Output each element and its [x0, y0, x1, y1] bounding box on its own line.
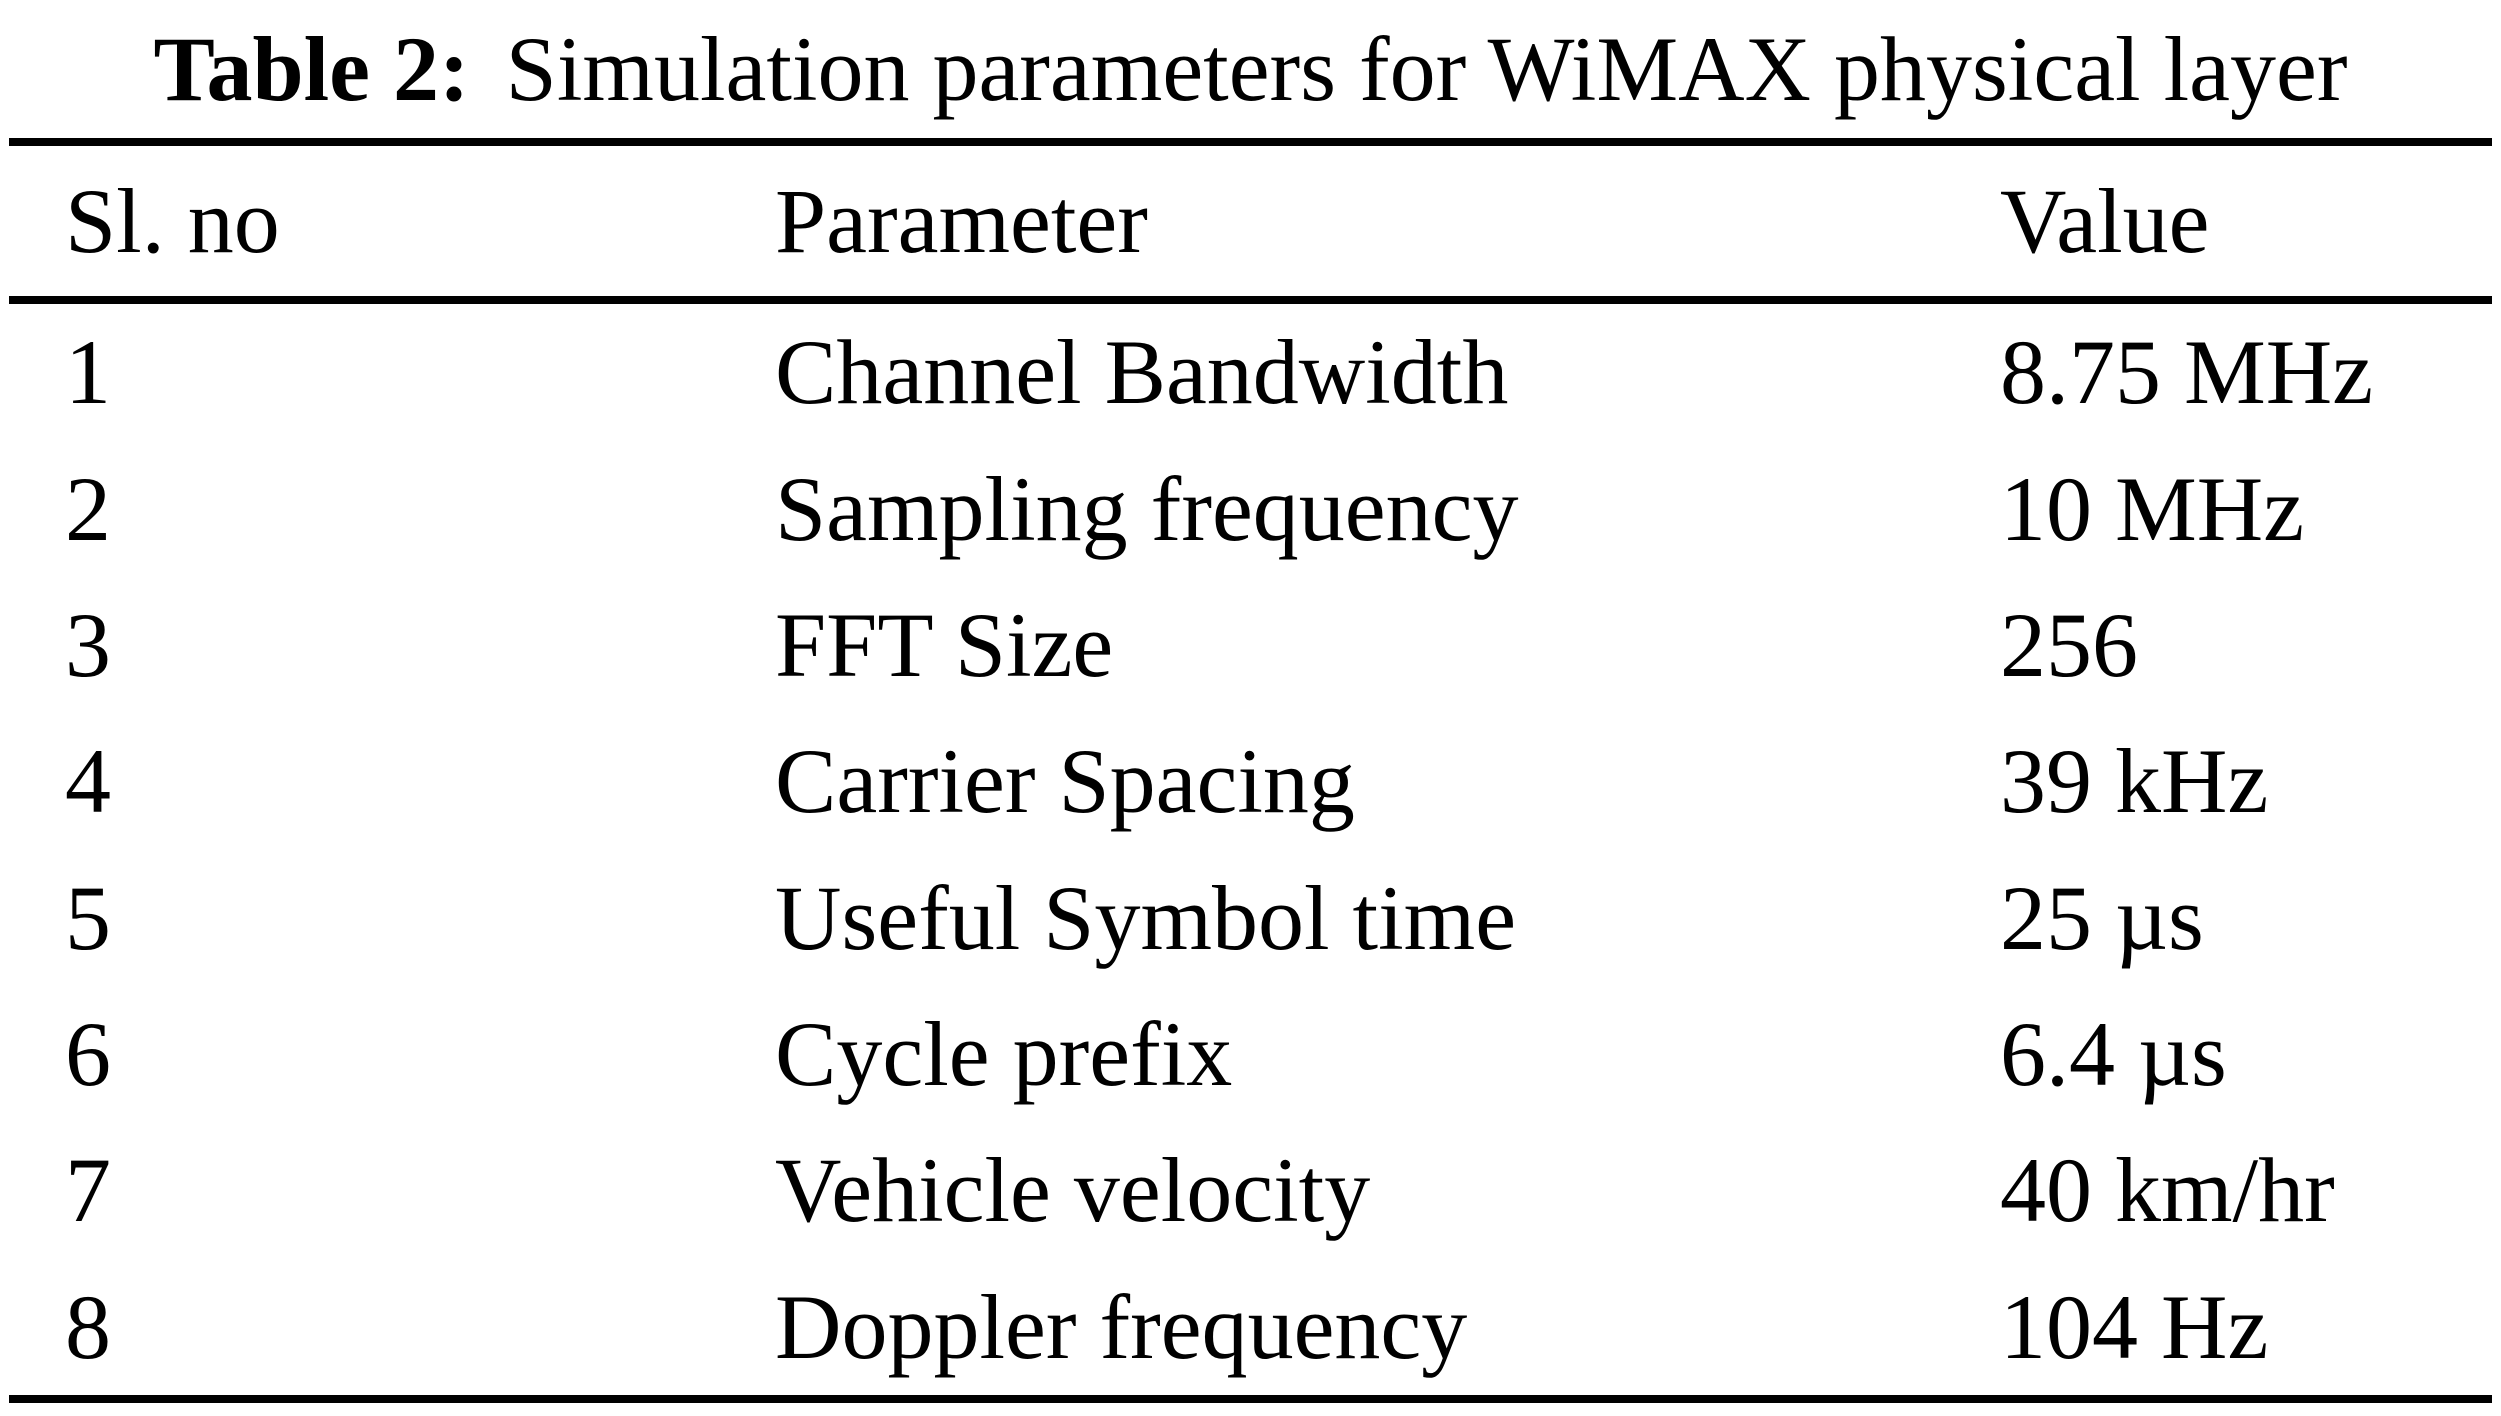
cell-value: 39 kHz [2000, 730, 2269, 833]
table-row: 4 Carrier Spacing 39 kHz [0, 713, 2501, 849]
cell-sl-no: 3 [65, 593, 111, 696]
cell-value: 256 [2000, 593, 2138, 696]
table-caption-label: Table 2: [153, 18, 470, 120]
cell-sl-no: 8 [65, 1275, 111, 1378]
cell-parameter: Vehicle velocity [775, 1139, 1371, 1242]
cell-sl-no: 4 [65, 730, 111, 833]
cell-parameter: Carrier Spacing [775, 730, 1355, 833]
cell-value: 10 MHz [2000, 457, 2305, 560]
column-header-parameter: Parameter [775, 170, 1148, 272]
cell-value: 6.4 µs [2000, 1003, 2227, 1106]
table-caption: Table 2: Simulation parameters for WiMAX… [0, 0, 2501, 138]
table-body: 1 Channel Bandwidth 8.75 MHz 2 Sampling … [0, 304, 2501, 1395]
cell-value: 8.75 MHz [2000, 321, 2374, 424]
cell-parameter: Doppler frequency [775, 1275, 1468, 1378]
cell-parameter: Sampling frequency [775, 457, 1519, 560]
cell-parameter: Useful Symbol time [775, 866, 1517, 969]
cell-parameter: Cycle prefix [775, 1003, 1233, 1106]
column-header-sl-no: Sl. no [65, 170, 280, 272]
cell-sl-no: 6 [65, 1003, 111, 1106]
cell-sl-no: 5 [65, 866, 111, 969]
cell-sl-no: 2 [65, 457, 111, 560]
cell-sl-no: 7 [65, 1139, 111, 1242]
cell-sl-no: 1 [65, 321, 111, 424]
column-header-value: Value [2000, 170, 2210, 272]
table-row: 8 Doppler frequency 104 Hz [0, 1259, 2501, 1395]
table-header-rule [9, 296, 2492, 304]
cell-value: 40 km/hr [2000, 1139, 2335, 1242]
table-row: 3 FFT Size 256 [0, 577, 2501, 713]
cell-parameter: FFT Size [775, 593, 1114, 696]
cell-value: 104 Hz [2000, 1275, 2269, 1378]
table-header-row: Sl. no Parameter Value [0, 146, 2501, 296]
table-top-rule [9, 138, 2492, 146]
table-row: 2 Sampling frequency 10 MHz [0, 440, 2501, 576]
cell-value: 25 µs [2000, 866, 2204, 969]
table-bottom-rule [9, 1395, 2492, 1403]
cell-parameter: Channel Bandwidth [775, 321, 1509, 424]
table-caption-text: Simulation parameters for WiMAX physical… [505, 18, 2348, 120]
table-row: 6 Cycle prefix 6.4 µs [0, 986, 2501, 1122]
table-row: 5 Useful Symbol time 25 µs [0, 850, 2501, 986]
table-row: 1 Channel Bandwidth 8.75 MHz [0, 304, 2501, 440]
table-row: 7 Vehicle velocity 40 km/hr [0, 1122, 2501, 1258]
